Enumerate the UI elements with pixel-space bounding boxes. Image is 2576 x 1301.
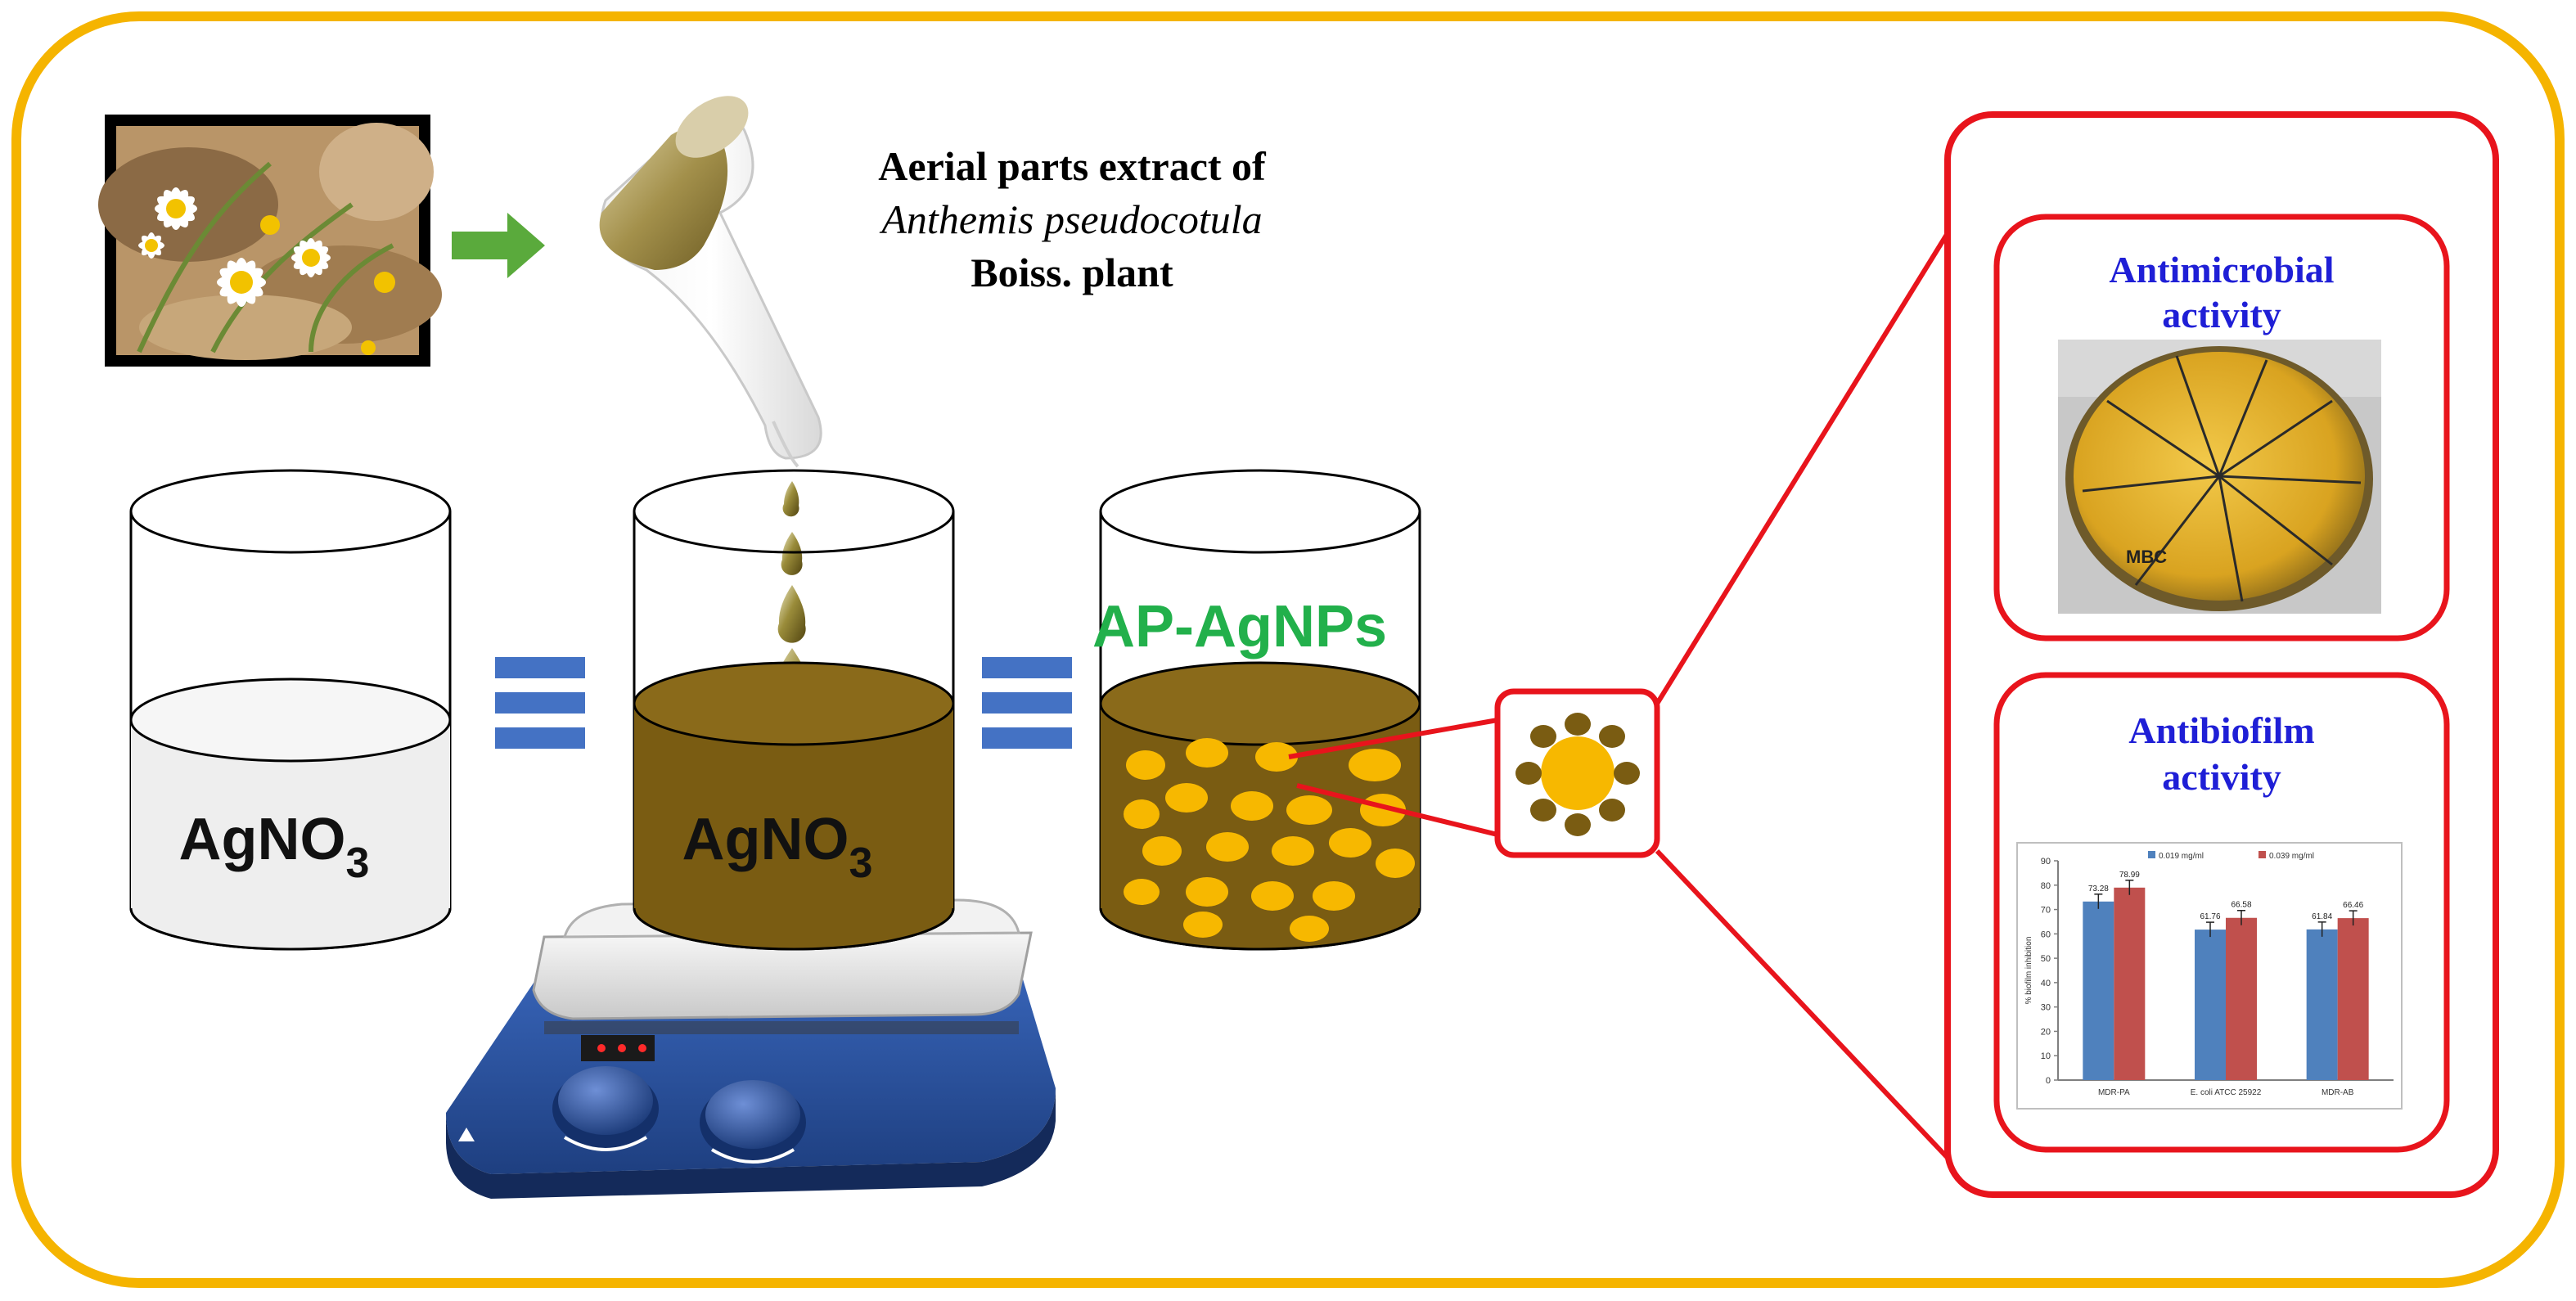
chart-data-label: 61.76	[2200, 912, 2220, 921]
chart-y-tick-label: 0	[2046, 1076, 2051, 1086]
beaker-label-subscript: 3	[346, 840, 370, 887]
beaker-agno3: AgNO3	[129, 469, 452, 951]
daisy-flower	[155, 187, 197, 230]
beaker-agno3-extract: AgNO3	[633, 469, 955, 951]
daisy-flower	[291, 238, 331, 277]
svg-text:AgNO3: AgNO3	[179, 807, 370, 887]
green-arrow-icon	[452, 213, 545, 278]
biofilm-inhibition-chart: 0 10 20 30 40 50 60 70 80 90 % biofilm inhibition 0…	[2016, 842, 2403, 1110]
flower-bud	[260, 215, 280, 235]
equals-icon	[495, 657, 585, 749]
svg-text:AgNO3: AgNO3	[682, 807, 873, 887]
chart-data-label: 73.28	[2088, 885, 2109, 894]
chart-y-tick-label: 40	[2041, 979, 2051, 988]
flask-icon	[599, 96, 822, 468]
nanoparticle-dots	[1124, 738, 1415, 942]
chart-y-tick-label: 50	[2041, 954, 2051, 964]
hotplate-knob-left	[552, 1066, 659, 1151]
hotplate-knob-right	[700, 1080, 806, 1164]
beaker-label: AgNO	[179, 807, 346, 872]
chart-bar	[2306, 929, 2338, 1080]
chart-y-tick-label: 60	[2041, 930, 2051, 939]
flower-bud	[374, 272, 395, 293]
chart-data-label: 66.58	[2231, 901, 2251, 910]
chart-legend-swatch	[2148, 851, 2155, 858]
chart-y-tick-label: 80	[2041, 881, 2051, 891]
droplet-icon	[782, 481, 799, 517]
petri-dish-photo: MBC	[2058, 340, 2381, 614]
product-label: AP-AgNPs	[1092, 594, 1387, 660]
antibiofilm-title-line1: Antibiofilm	[2128, 709, 2314, 751]
chart-bar	[2114, 887, 2146, 1080]
chart-y-tick-label: 90	[2041, 857, 2051, 867]
chart-data-label: 66.46	[2343, 901, 2363, 910]
nanoparticle-inset	[1494, 688, 1660, 858]
beaker-label: AgNO	[682, 807, 849, 872]
extract-title-line1: Aerial parts extract of	[878, 143, 1267, 189]
chart-y-tick-label: 30	[2041, 1003, 2051, 1013]
chart-y-label: % biofilm inhibition	[2024, 937, 2033, 1005]
beaker-ap-agnps	[1099, 469, 1421, 951]
flower-bud	[361, 340, 376, 355]
daisy-flower	[217, 258, 266, 307]
chart-bar	[2083, 901, 2114, 1080]
capping-molecules	[1515, 713, 1640, 836]
chart-bar	[2195, 930, 2226, 1080]
chart-bar	[2337, 918, 2369, 1080]
droplet-icon	[777, 585, 806, 643]
chart-data-label: 61.84	[2312, 912, 2332, 921]
chart-category-label: E. coli ATCC 25922	[2191, 1088, 2262, 1097]
extract-title-line3: Boiss. plant	[971, 250, 1173, 295]
antibiofilm-title-line2: activity	[2162, 756, 2281, 798]
antimicrobial-title-line2: activity	[2162, 294, 2281, 335]
equals-icon	[982, 657, 1072, 749]
hotplate-stirrer	[446, 898, 1056, 1199]
chart-legend-swatch	[2259, 851, 2266, 858]
silver-nanoparticle-core	[1541, 736, 1615, 810]
beaker-label-subscript: 3	[849, 840, 873, 887]
chart-data-label: 78.99	[2119, 871, 2140, 880]
chart-category-label: MDR-AB	[2322, 1088, 2354, 1097]
warning-triangle-icon	[458, 1128, 475, 1141]
chart-category-label: MDR-PA	[2098, 1088, 2130, 1097]
chart-y-tick-label: 10	[2041, 1051, 2051, 1061]
petri-label-mbc: MBC	[2126, 547, 2167, 567]
plant-photo	[98, 115, 442, 367]
chart-y-tick-label: 70	[2041, 906, 2051, 916]
extract-title-species: Anthemis pseudocotula	[879, 196, 1262, 242]
chart-y-tick-label: 20	[2041, 1027, 2051, 1037]
chart-legend-label: 0.039 mg/ml	[2269, 852, 2314, 861]
chart-legend-label: 0.019 mg/ml	[2159, 852, 2204, 861]
chart-bar	[2226, 917, 2257, 1080]
zoom-lines	[1288, 232, 1950, 1160]
antimicrobial-title-line1: Antimicrobial	[2109, 249, 2334, 290]
daisy-flower	[138, 232, 164, 259]
